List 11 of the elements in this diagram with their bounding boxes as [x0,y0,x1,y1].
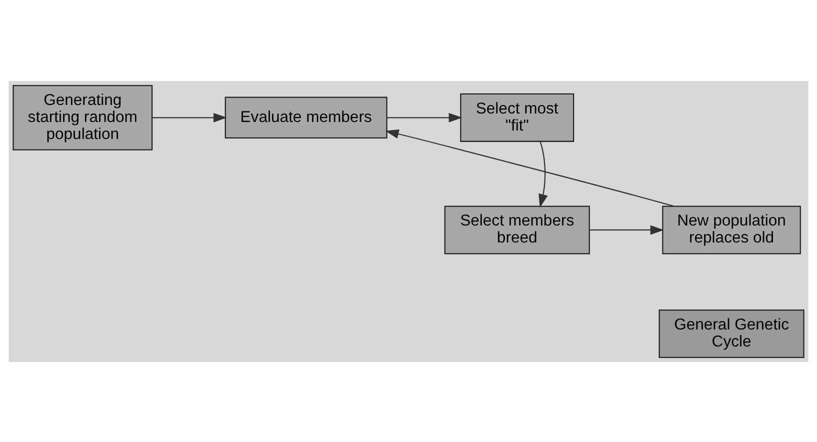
node-box: New population replaces old [662,205,801,254]
arrow [152,112,228,122]
arrow [538,140,548,208]
node-box: Evaluate members [224,96,388,138]
node-box: Select members breed [444,205,590,254]
node-box: Select most "fit" [460,92,574,142]
arrow [386,112,462,122]
node-box: Generating starting random population [12,84,153,150]
node-box: General Genetic Cycle [658,309,804,358]
arrow [590,224,664,234]
arrow [385,128,674,206]
